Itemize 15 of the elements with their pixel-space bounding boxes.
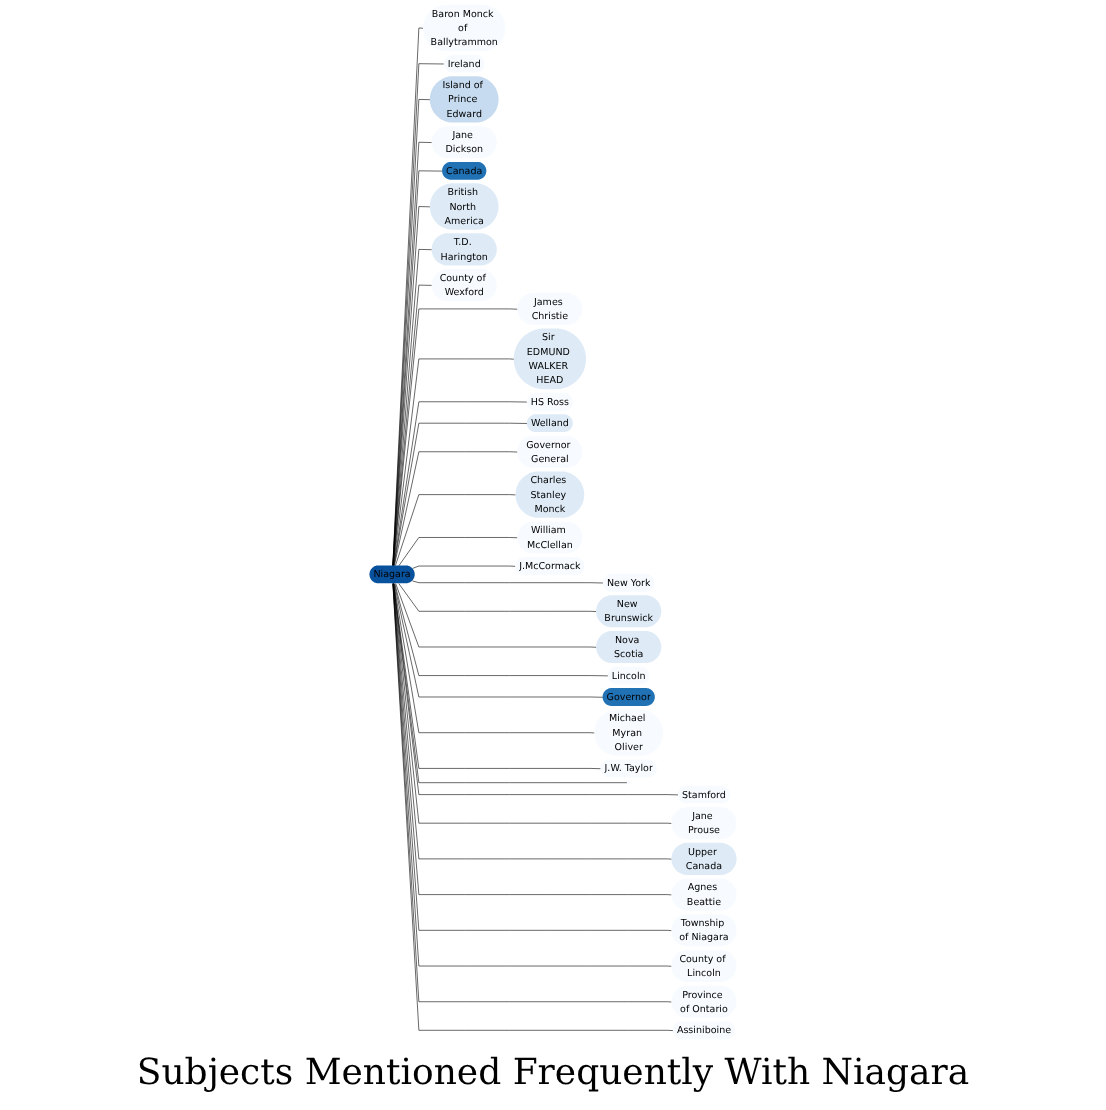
connector (394, 451, 518, 567)
connector (392, 170, 443, 567)
connector (395, 583, 597, 648)
connector (393, 583, 628, 783)
node-ellipse (626, 780, 631, 785)
connector (392, 63, 445, 567)
connector (392, 308, 518, 567)
diagram-title: Subjects Mentioned Frequently With Niagara (136, 1050, 970, 1098)
connector (394, 583, 604, 698)
connector (393, 358, 515, 567)
connector (394, 583, 609, 677)
connector (393, 583, 595, 734)
connector (392, 206, 431, 567)
connector (393, 583, 602, 769)
connector (395, 494, 517, 567)
